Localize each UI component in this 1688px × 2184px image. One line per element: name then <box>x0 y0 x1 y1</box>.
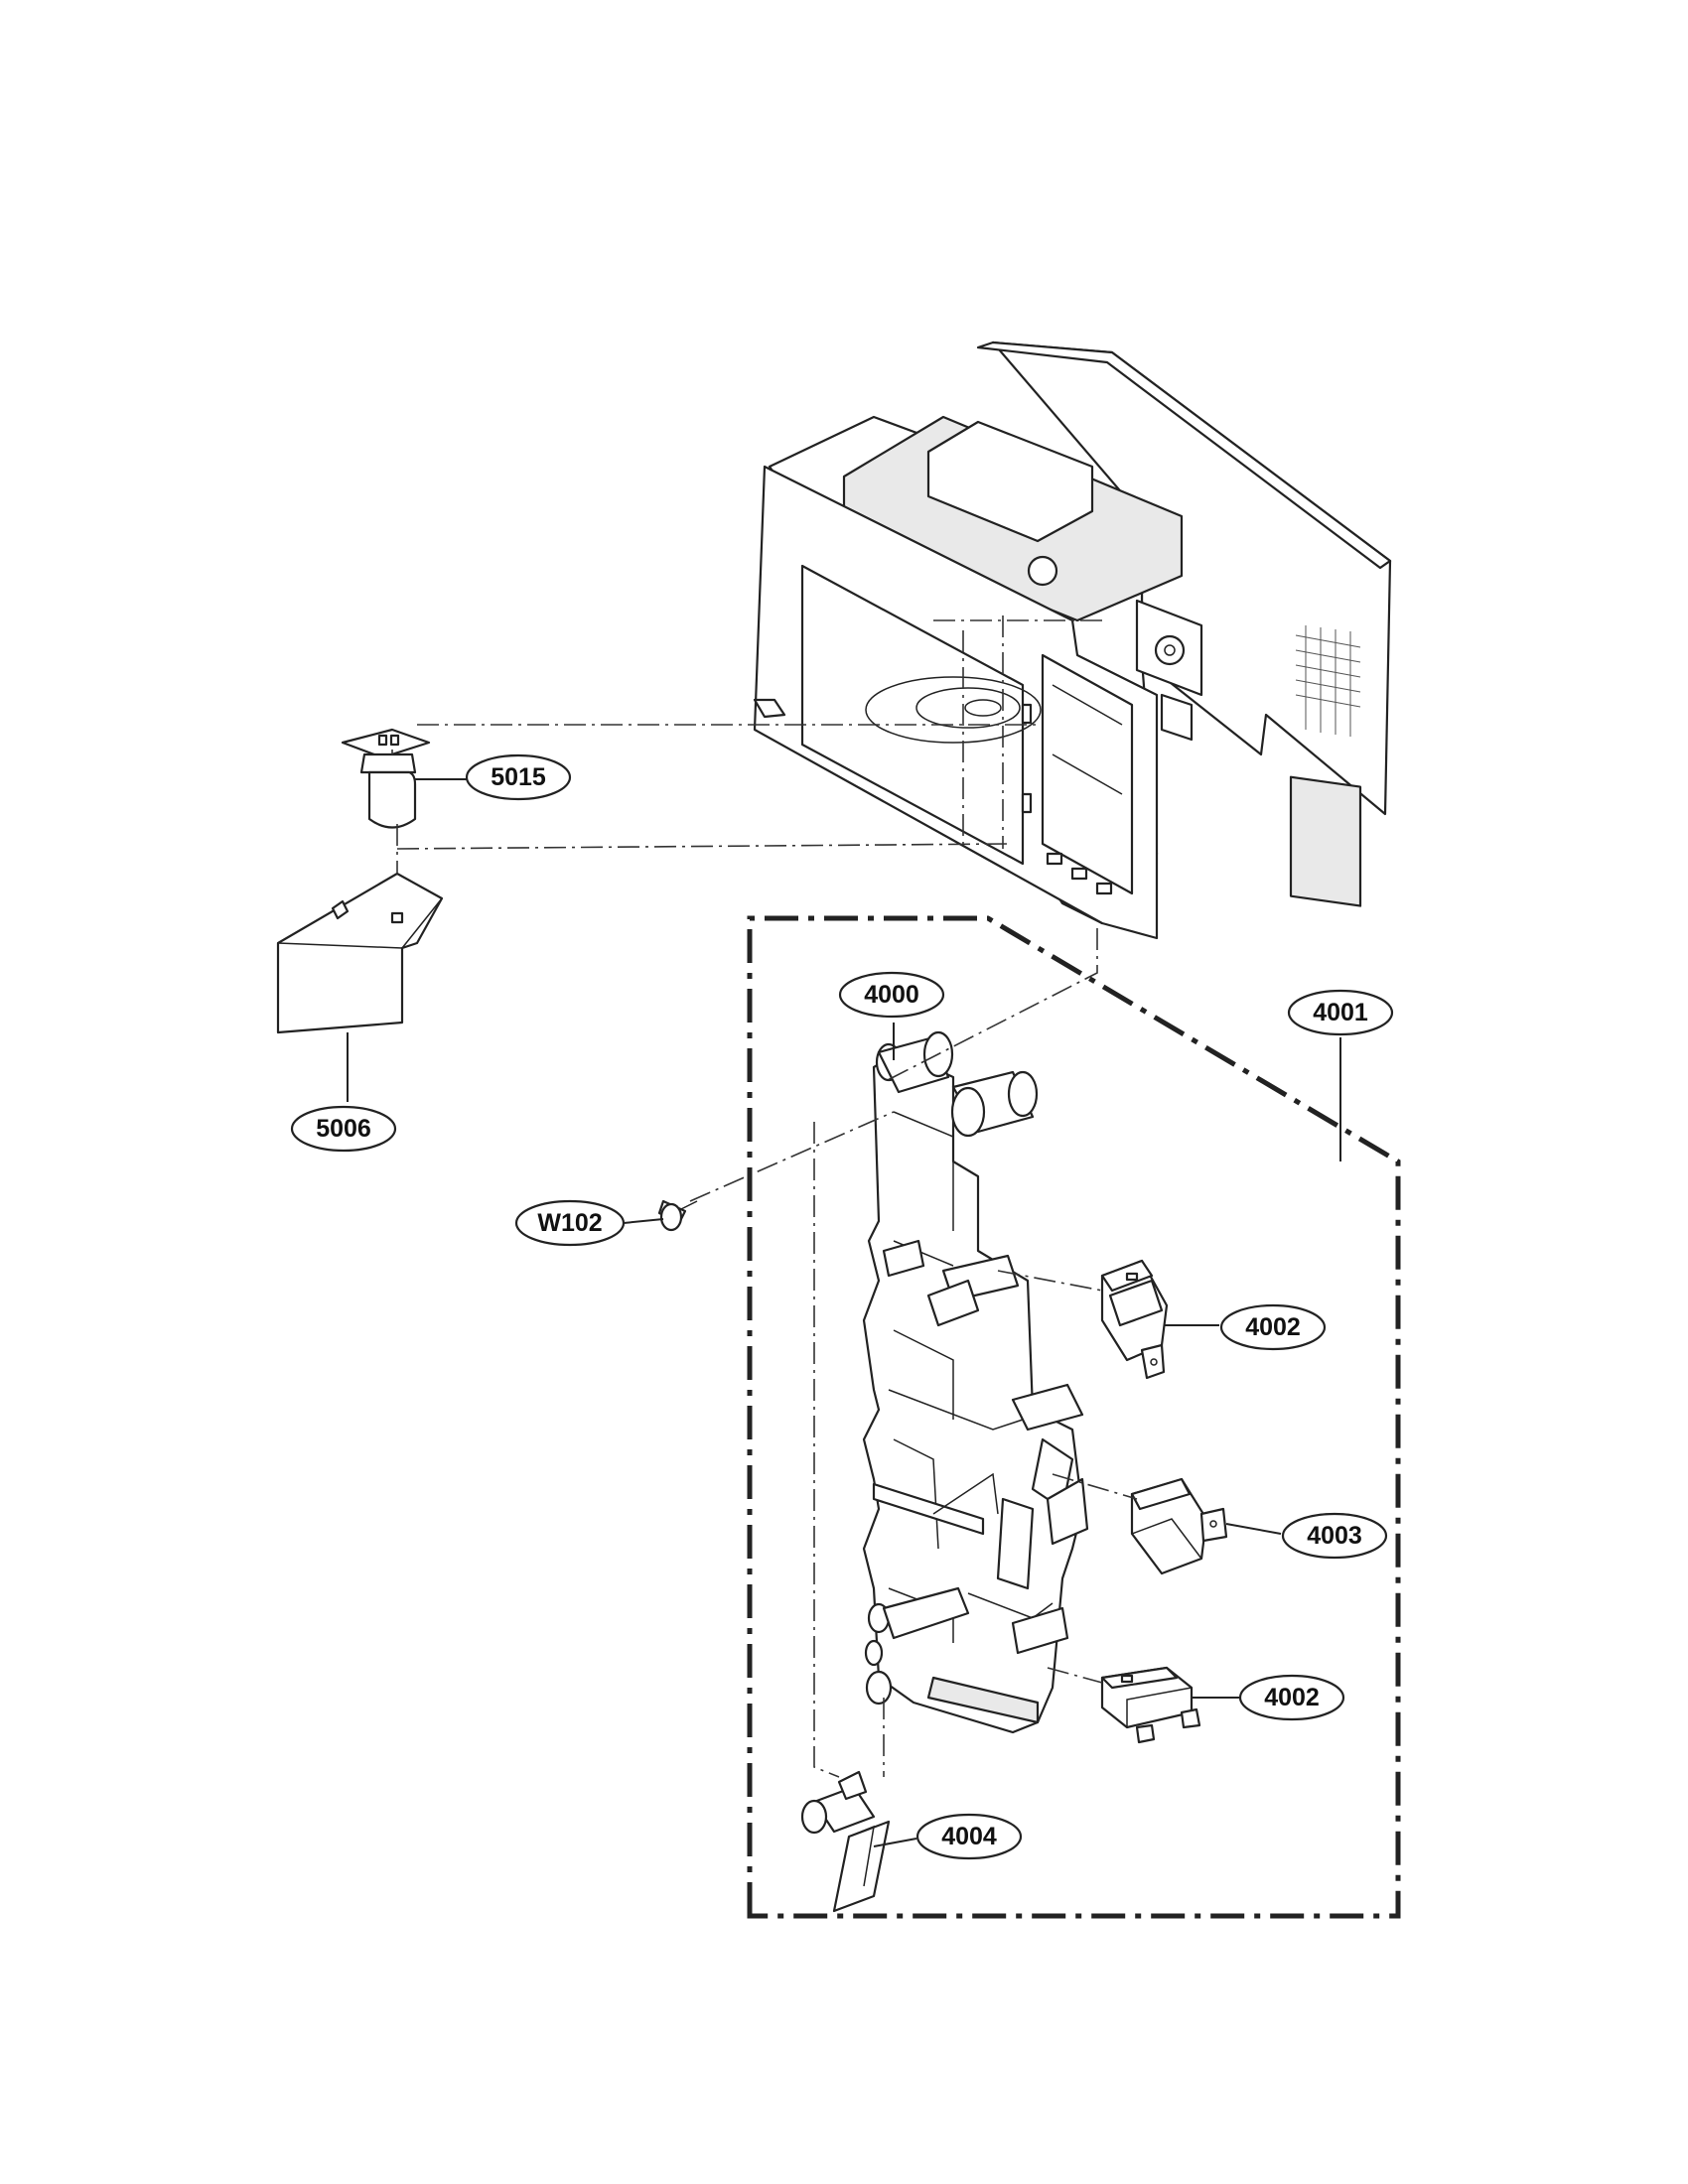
callout-w102-label: W102 <box>537 1209 602 1237</box>
callout-4000: 4000 <box>838 971 945 1019</box>
callout-4002-lower: 4002 <box>1238 1674 1345 1721</box>
callout-4001: 4001 <box>1287 989 1394 1036</box>
callout-4004: 4004 <box>915 1813 1023 1860</box>
part-4003-switch-middle <box>1130 1477 1228 1575</box>
part-5006-cover-bracket <box>276 872 444 1034</box>
part-4002-switch-lower <box>1100 1666 1201 1744</box>
cavity-assembly <box>753 341 1392 940</box>
assembly-lines <box>391 615 1138 1778</box>
kit-4001-boundary <box>747 915 1401 1919</box>
part-4004-latch-lever <box>800 1770 891 1913</box>
callout-4003: 4003 <box>1281 1512 1388 1560</box>
callout-4004-label: 4004 <box>941 1823 997 1850</box>
part-4002-switch-upper <box>1100 1259 1169 1380</box>
callout-4000-label: 4000 <box>864 981 919 1009</box>
callout-4002-upper-label: 4002 <box>1245 1313 1301 1341</box>
callout-5015: 5015 <box>465 753 572 801</box>
callout-4002-upper: 4002 <box>1219 1303 1327 1351</box>
callout-w102: W102 <box>514 1199 626 1247</box>
part-4000-latch-board <box>862 1030 1089 1734</box>
part-5015-thermostat <box>341 728 431 829</box>
callout-4003-label: 4003 <box>1307 1522 1362 1550</box>
leader-lines <box>347 778 1341 1847</box>
callout-5006-label: 5006 <box>316 1115 371 1143</box>
callout-4002-lower-label: 4002 <box>1264 1684 1320 1711</box>
callout-4001-label: 4001 <box>1313 999 1368 1026</box>
callout-5015-label: 5015 <box>491 763 546 791</box>
callout-5006: 5006 <box>290 1105 397 1153</box>
part-w102-screw <box>657 1199 698 1232</box>
